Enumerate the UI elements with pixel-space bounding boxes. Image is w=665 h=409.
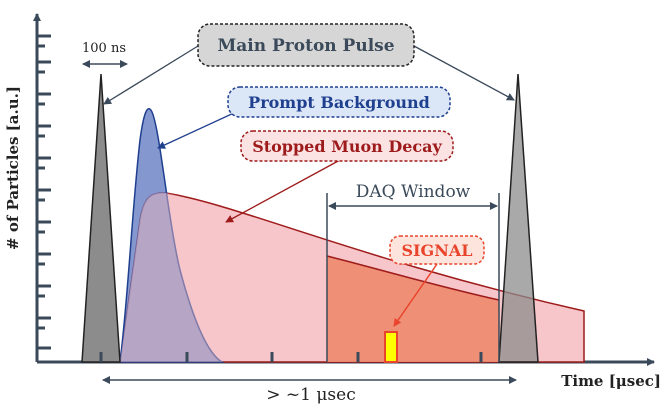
- x-ticks: [99, 352, 483, 362]
- main-proton-pulse-label: Main Proton Pulse: [217, 36, 394, 56]
- signal-callout: SIGNAL: [389, 235, 485, 265]
- y-axis-label: # of Particles [a.u.]: [4, 86, 22, 250]
- stopped-muon-decay-label: Stopped Muon Decay: [252, 137, 442, 156]
- prompt-background-label: Prompt Background: [248, 93, 430, 112]
- x-axis-label: Time [μsec]: [561, 372, 661, 390]
- daq-window-label: DAQ Window: [356, 182, 471, 202]
- pulse-width-label: 100 ns: [82, 41, 126, 56]
- prompt-background-curve: [119, 108, 225, 363]
- stopped-muon-decay-callout: Stopped Muon Decay: [240, 130, 454, 162]
- proton-pulse-second: [498, 73, 539, 363]
- proton-pulse-first: [81, 73, 121, 363]
- period-label: > ~1 μsec: [266, 385, 355, 405]
- daq-window-region: [327, 256, 499, 362]
- signal-bar: [384, 331, 398, 363]
- main-proton-pulse-callout: Main Proton Pulse: [197, 23, 415, 67]
- y-ticks: [37, 34, 51, 350]
- signal-label: SIGNAL: [402, 241, 473, 260]
- prompt-background-callout: Prompt Background: [227, 86, 451, 118]
